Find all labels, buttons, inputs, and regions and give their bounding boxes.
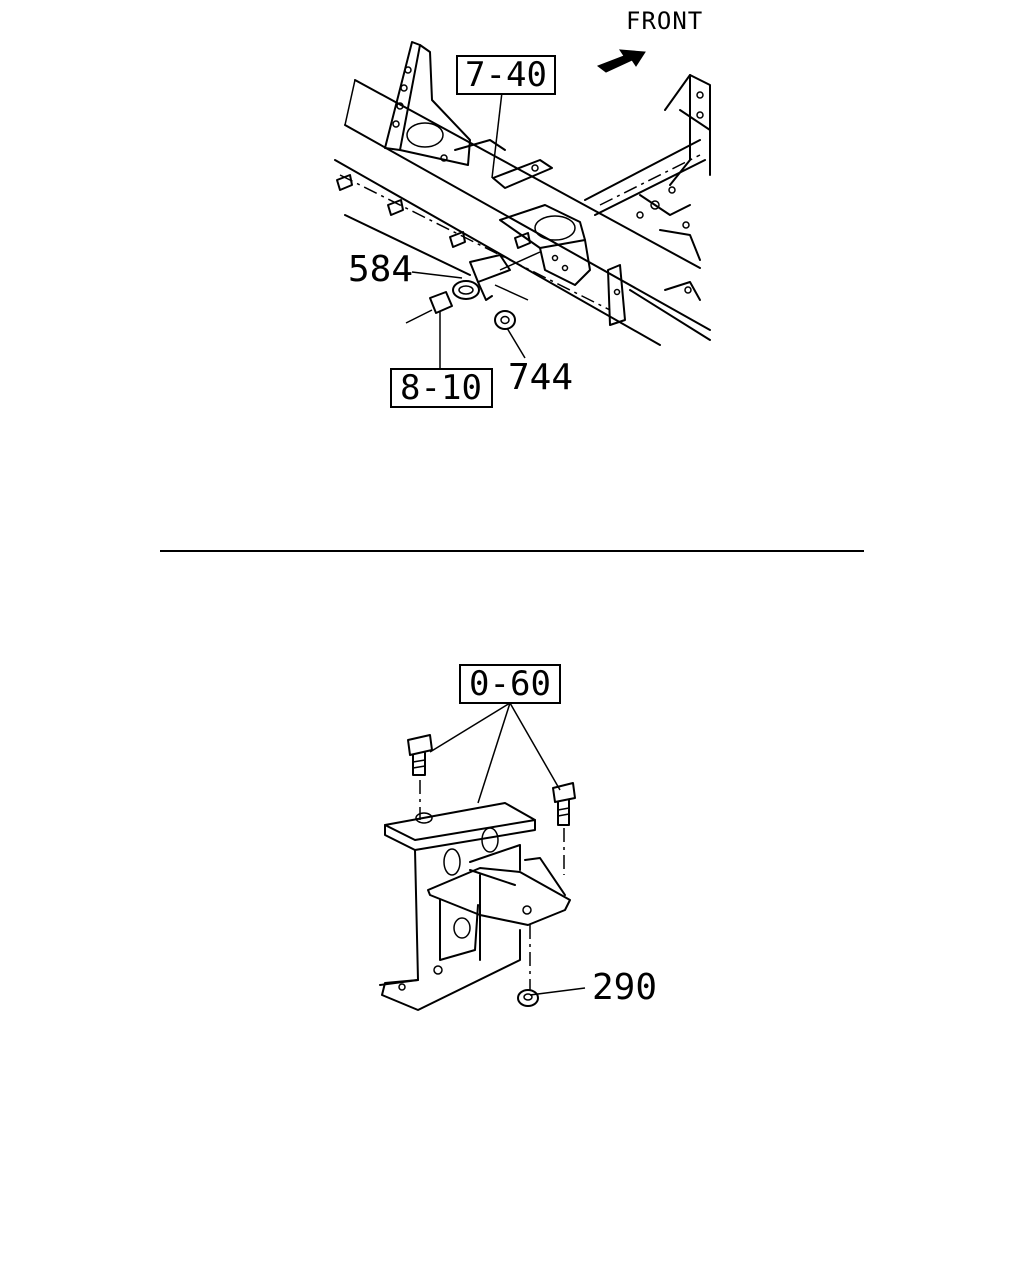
right-frame bbox=[584, 74, 711, 341]
ref-0-60-text: 0-60 bbox=[469, 664, 551, 704]
part-744-nut bbox=[494, 310, 516, 330]
part-290-nut bbox=[517, 989, 539, 1007]
frame-rail bbox=[334, 79, 711, 346]
leader-lines-upper bbox=[411, 91, 526, 370]
ref-8-10-text: 8-10 bbox=[400, 368, 482, 408]
callout-584[interactable]: 584 bbox=[348, 249, 413, 290]
callout-290[interactable]: 290 bbox=[592, 967, 657, 1008]
mounting-bracket bbox=[379, 802, 571, 1011]
studs bbox=[336, 174, 531, 249]
ref-7-40[interactable]: 7-40 bbox=[456, 55, 556, 95]
part-584-bracket bbox=[452, 251, 541, 301]
left-bracket bbox=[384, 41, 506, 166]
leader-lines-lower bbox=[429, 702, 586, 996]
ref-0-60[interactable]: 0-60 bbox=[459, 664, 561, 704]
ref-7-40-text: 7-40 bbox=[465, 55, 547, 95]
lower-bracket-diagram: 0-60 bbox=[379, 664, 657, 1011]
front-label: FRONT bbox=[626, 7, 703, 35]
bolt-left bbox=[407, 734, 433, 776]
callout-744[interactable]: 744 bbox=[508, 357, 573, 398]
connector bbox=[405, 291, 453, 324]
front-arrow-icon bbox=[596, 49, 646, 73]
ref-8-10[interactable]: 8-10 bbox=[390, 368, 493, 408]
bolt-right bbox=[552, 782, 576, 826]
upper-frame-diagram: FRONT 7-40 8-10 584 744 bbox=[334, 7, 711, 408]
crossmember bbox=[492, 159, 591, 286]
